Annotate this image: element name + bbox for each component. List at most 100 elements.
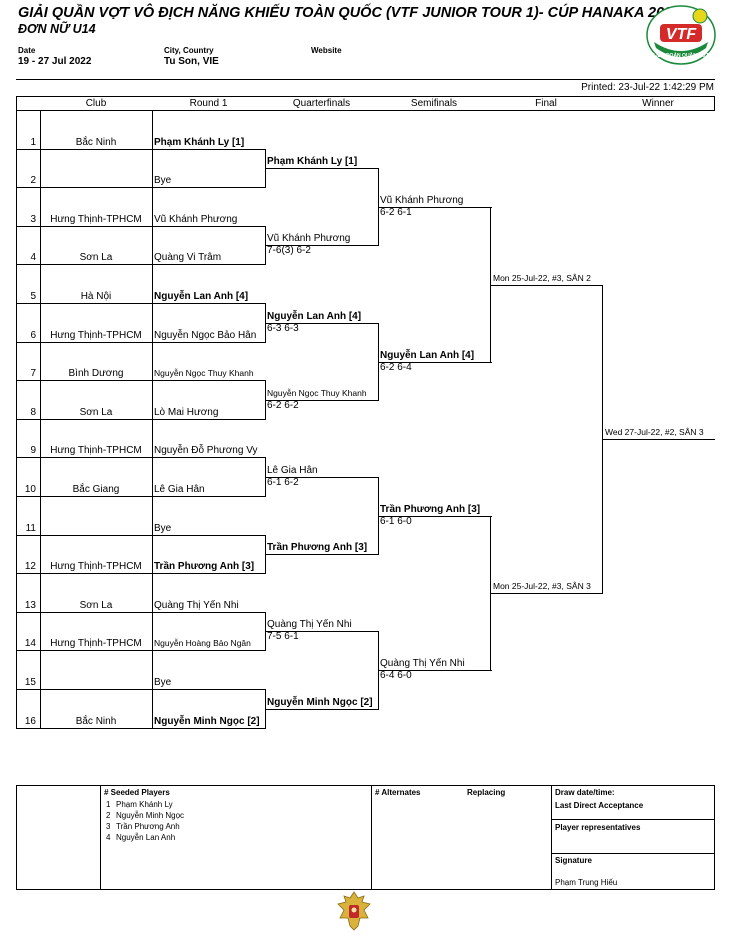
quarterfinal-winner-name: Vũ Khánh Phương: [267, 233, 351, 244]
entry-line: [16, 303, 266, 304]
seeded-number: 3: [106, 822, 111, 831]
entry-line: [16, 457, 266, 458]
entry-club: Bắc Ninh: [75, 137, 117, 148]
quarterfinal-line: [265, 323, 379, 324]
quarterfinal-winner-name: Nguyễn Ngọc Thuy Khanh: [267, 388, 367, 398]
entry-line: [16, 728, 266, 729]
winner-schedule: Wed 27-Jul-22, #2, SÂN 3: [605, 427, 704, 437]
footer-bottom: [16, 889, 715, 890]
semifinal-score: 6-4 6-0: [380, 670, 412, 681]
entry-line: [16, 496, 266, 497]
footer-top: [16, 785, 715, 786]
alternates-title: # Alternates: [375, 788, 421, 797]
semifinal-winner-name: Quàng Thị Yến Nhi: [380, 658, 465, 669]
entry-line: [16, 264, 266, 265]
col-header-bottom: [16, 110, 715, 111]
printed-stamp: Printed: 23-Jul-22 1:42:29 PM: [581, 82, 714, 93]
footer-edge-right: [714, 785, 715, 890]
quarterfinal-winner-name: Nguyễn Lan Anh [4]: [267, 311, 362, 322]
entry-line: [16, 419, 266, 420]
entry-club: Bắc Giang: [72, 484, 120, 495]
final-line: [490, 593, 603, 594]
semifinal-winner-name: Trần Phương Anh [3]: [380, 504, 481, 515]
entry-player-name: Nguyễn Đỗ Phương Vy: [154, 445, 258, 456]
entry-player-name: Lê Gia Hân: [154, 484, 205, 495]
footer-rule-b: [551, 853, 715, 854]
entry-club: Sơn La: [79, 600, 113, 611]
col-header-top: [16, 96, 715, 97]
player-representatives-label: Player representatives: [555, 823, 641, 832]
quarterfinal-line: [265, 400, 379, 401]
column-header-semifinals: Semifinals: [410, 98, 458, 109]
quarterfinal-score: 6-3 6-3: [267, 323, 299, 334]
city-value: Tu Son, VIE: [164, 56, 219, 67]
emblem-logo: [334, 890, 374, 932]
signature-label: Signature: [555, 856, 592, 865]
entry-line: [16, 342, 266, 343]
entry-player-name: Quàng Thị Yến Nhi: [154, 600, 239, 611]
entry-line: [16, 650, 266, 651]
semifinal-winner-name: Vũ Khánh Phương: [380, 195, 464, 206]
city-label: City, Country: [164, 46, 214, 55]
entry-club: Hưng Thịnh-TPHCM: [50, 445, 142, 456]
entry-number: 1: [30, 137, 36, 148]
quarterfinal-winner-name: Nguyễn Minh Ngọc [2]: [267, 697, 373, 708]
entry-club: Hưng Thịnh-TPHCM: [50, 214, 142, 225]
entry-number: 5: [30, 291, 36, 302]
entry-club: Hưng Thịnh-TPHCM: [50, 638, 142, 649]
entry-number: 8: [30, 407, 36, 418]
semifinal-winner-name: Nguyễn Lan Anh [4]: [380, 350, 475, 361]
entry-player-name: Phạm Khánh Ly [1]: [154, 137, 245, 148]
signature-name: Phạm Trung Hiếu: [555, 878, 618, 887]
entry-number: 13: [24, 600, 36, 611]
entry-player-name: Nguyễn Ngọc Bảo Hân: [154, 330, 257, 341]
seeded-player-name: Phạm Khánh Ly: [116, 800, 173, 809]
entry-club: Sơn La: [79, 252, 113, 263]
final-line: [490, 285, 603, 286]
footer-rule-a: [551, 819, 715, 820]
winner-line: [602, 439, 715, 440]
footer-divider-2: [371, 785, 372, 890]
entry-number: 7: [30, 368, 36, 379]
entry-club: Bình Dương: [68, 368, 124, 379]
semifinal-line: [378, 516, 492, 517]
entry-player-name: Bye: [154, 175, 172, 186]
semifinal-score: 6-2 6-4: [380, 362, 412, 373]
draw-date-label: Draw date/time:: [555, 788, 615, 797]
entry-line: [16, 380, 266, 381]
entry-number: 14: [24, 638, 36, 649]
vtf-logo: VTF LIÊN ĐOÀN QUẦN VỢT: [644, 4, 718, 66]
entry-club: Bắc Ninh: [75, 716, 117, 727]
column-header-club: Club: [85, 98, 107, 109]
entry-number: 15: [24, 677, 36, 688]
seeded-player-name: Trần Phương Anh: [116, 822, 180, 831]
entry-number: 11: [25, 523, 36, 534]
entry-club: Hưng Thịnh-TPHCM: [50, 330, 142, 341]
entry-number: 6: [30, 330, 36, 341]
entry-player-name: Trần Phương Anh [3]: [154, 561, 255, 572]
column-header-winner: Winner: [642, 98, 674, 109]
entry-line: [16, 573, 266, 574]
semifinal-line: [378, 207, 492, 208]
seeded-player-name: Nguyễn Minh Ngọc: [116, 811, 185, 820]
header-rule: [16, 79, 715, 80]
entry-number: 9: [30, 445, 36, 456]
semifinal-score: 6-2 6-1: [380, 207, 412, 218]
entry-club: Sơn La: [79, 407, 113, 418]
date-label: Date: [18, 46, 36, 55]
entry-club: Hà Nội: [80, 291, 112, 302]
seeded-players-title: # Seeded Players: [104, 788, 170, 797]
quarterfinal-line: [265, 168, 379, 169]
entry-number: 3: [30, 214, 36, 225]
quarterfinal-winner-name: Trần Phương Anh [3]: [267, 542, 368, 553]
seeded-number: 1: [106, 800, 111, 809]
entry-number: 4: [30, 252, 36, 263]
column-header-round1: Round 1: [189, 98, 228, 109]
entry-line: [16, 535, 266, 536]
quarterfinal-winner-name: Lê Gia Hân: [267, 465, 318, 476]
page-title: GIẢI QUẦN VỢT VÔ ĐỊCH NĂNG KHIẾU TOÀN QU…: [18, 5, 681, 21]
col-header-edge-right: [714, 96, 715, 111]
final-schedule: Mon 25-Jul-22, #3, SÂN 3: [493, 581, 591, 591]
quarterfinal-score: 6-2 6-2: [267, 400, 299, 411]
entry-line: [16, 689, 266, 690]
